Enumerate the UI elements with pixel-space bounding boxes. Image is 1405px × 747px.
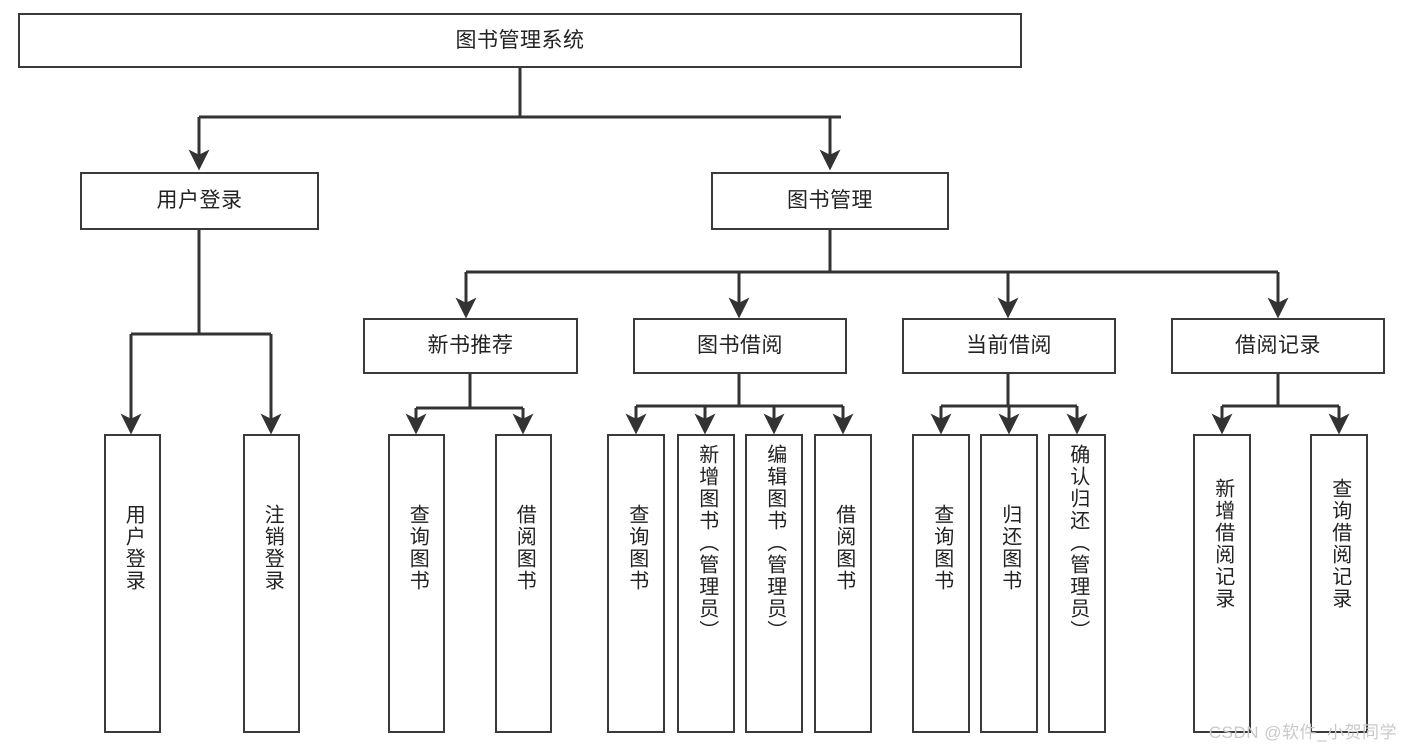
node-new-book-recommend-label: 新书推荐 xyxy=(427,334,514,358)
node-leaf-edit-book-admin-label: 编辑图书（管理员） xyxy=(763,444,786,642)
node-leaf-confirm-return-admin-label: 确认归还（管理员） xyxy=(1066,444,1089,642)
node-leaf-return-book-label: 归还图书 xyxy=(998,504,1021,592)
node-leaf-add-book-admin-label: 新增图书（管理员） xyxy=(695,444,718,642)
node-borrow-record[interactable]: 借阅记录 xyxy=(1171,318,1385,374)
node-book-borrow[interactable]: 图书借阅 xyxy=(633,318,847,374)
node-root-book-management-system[interactable]: 图书管理系统 xyxy=(18,13,1022,68)
node-leaf-logout-label: 注销登录 xyxy=(261,504,284,592)
node-root-label: 图书管理系统 xyxy=(455,28,585,52)
node-leaf-add-book-admin[interactable]: 新增图书（管理员） xyxy=(677,434,735,733)
node-user-login[interactable]: 用户登录 xyxy=(80,172,319,230)
node-leaf-query-book-recommend[interactable]: 查询图书 xyxy=(388,434,445,733)
node-leaf-borrow-book-label: 借阅图书 xyxy=(832,504,855,592)
node-leaf-return-book[interactable]: 归还图书 xyxy=(980,434,1038,733)
node-leaf-query-book-current[interactable]: 查询图书 xyxy=(912,434,970,733)
node-leaf-query-borrow-record-label: 查询借阅记录 xyxy=(1328,478,1351,610)
node-leaf-confirm-return-admin[interactable]: 确认归还（管理员） xyxy=(1048,434,1106,733)
node-leaf-add-borrow-record-label: 新增借阅记录 xyxy=(1211,478,1234,610)
node-book-borrow-label: 图书借阅 xyxy=(697,334,783,358)
node-leaf-logout[interactable]: 注销登录 xyxy=(243,434,300,733)
node-leaf-user-login-label: 用户登录 xyxy=(122,504,145,592)
node-leaf-borrow-book[interactable]: 借阅图书 xyxy=(814,434,872,733)
node-leaf-query-book-recommend-label: 查询图书 xyxy=(406,504,429,592)
node-book-management[interactable]: 图书管理 xyxy=(711,172,949,230)
node-book-management-label: 图书管理 xyxy=(787,189,873,213)
node-new-book-recommend[interactable]: 新书推荐 xyxy=(363,318,578,374)
node-leaf-query-book-borrow-label: 查询图书 xyxy=(625,504,648,592)
node-leaf-query-book-borrow[interactable]: 查询图书 xyxy=(607,434,665,733)
node-leaf-borrow-book-recommend-label: 借阅图书 xyxy=(513,504,536,592)
node-leaf-query-book-current-label: 查询图书 xyxy=(930,504,953,592)
node-leaf-query-borrow-record[interactable]: 查询借阅记录 xyxy=(1310,434,1368,733)
watermark-text: CSDN @软件_小贺同学 xyxy=(1208,723,1397,742)
node-current-borrow[interactable]: 当前借阅 xyxy=(902,318,1116,374)
node-leaf-edit-book-admin[interactable]: 编辑图书（管理员） xyxy=(745,434,803,733)
node-borrow-record-label: 借阅记录 xyxy=(1235,334,1321,358)
node-leaf-borrow-book-recommend[interactable]: 借阅图书 xyxy=(495,434,552,733)
node-leaf-add-borrow-record[interactable]: 新增借阅记录 xyxy=(1193,434,1251,733)
node-user-login-label: 用户登录 xyxy=(156,189,243,213)
node-leaf-user-login[interactable]: 用户登录 xyxy=(104,434,161,733)
node-current-borrow-label: 当前借阅 xyxy=(966,334,1052,358)
